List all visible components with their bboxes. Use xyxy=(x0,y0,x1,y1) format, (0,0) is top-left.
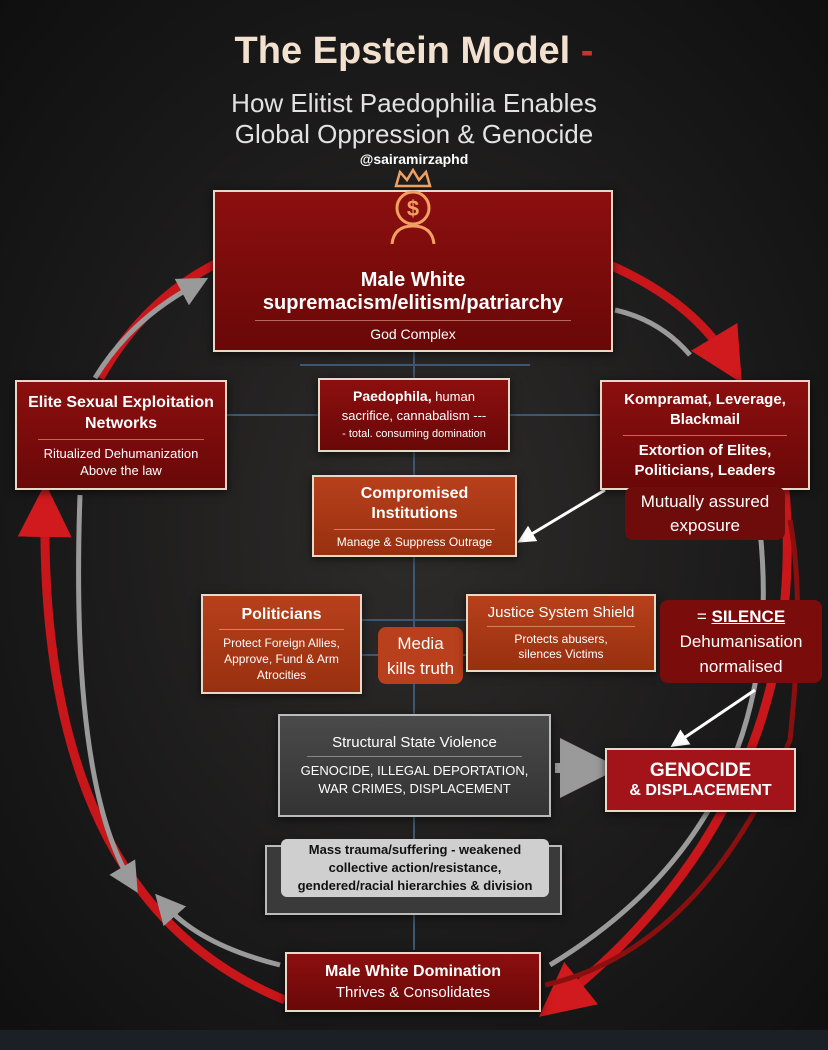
justice-title: Justice System Shield xyxy=(487,604,635,621)
top-box: Male White supremacism/elitism/patriarch… xyxy=(213,190,613,352)
top-box-sub: God Complex xyxy=(370,326,456,342)
trauma-box: Mass trauma/suffering - weakened collect… xyxy=(265,839,562,915)
media-tag: Media kills truth xyxy=(378,627,463,684)
title: The Epstein Model - xyxy=(234,30,594,72)
trauma-text: Mass trauma/suffering - weakened collect… xyxy=(281,839,549,897)
kompramat-sub: Extortion of Elites, Politicians, Leader… xyxy=(634,441,776,479)
top-box-line2: supremacism/elitism/patriarchy xyxy=(262,292,564,314)
silence-word: SILENCE xyxy=(711,607,786,626)
bottom-bar xyxy=(0,1030,828,1050)
institutions-box: Compromised Institutions Manage & Suppre… xyxy=(312,475,517,557)
kompramat-title: Kompramat, Leverage, Blackmail xyxy=(624,390,786,428)
domination-title: Male White Domination xyxy=(325,963,501,980)
media-line2: kills truth xyxy=(386,658,455,678)
mutual-line1: Mutually assured xyxy=(640,491,770,511)
politicians-sub: Protect Foreign Allies, Approve, Fund & … xyxy=(223,635,340,682)
media-line1: Media xyxy=(397,633,444,653)
justice-sub: Protects abusers, silences Victims xyxy=(514,632,608,661)
state-violence-box: Structural State Violence GENOCIDE, ILLE… xyxy=(278,714,551,817)
domination-sub: Thrives & Consolidates xyxy=(335,984,491,1001)
genocide-title: GENOCIDE xyxy=(649,760,752,781)
institutions-sub: Manage & Suppress Outrage xyxy=(336,534,493,549)
silence-eq: = xyxy=(696,607,712,626)
crowned-head-dollar-icon: $ xyxy=(390,168,436,244)
elite-networks-sub: Ritualized Dehumanization Above the law xyxy=(43,445,199,478)
top-box-line1: Male White xyxy=(360,269,466,291)
mutual-exposure-tag: Mutually assured exposure xyxy=(625,487,785,540)
politicians-title: Politicians xyxy=(241,605,322,623)
arrow-right-down xyxy=(538,489,792,1017)
paedophilia-line3: - total. consuming domination xyxy=(342,427,486,440)
arrow-left-up xyxy=(17,483,287,1005)
paedophilia-rest: human xyxy=(431,388,475,404)
subtitle-line2: Global Oppression & Genocide xyxy=(234,119,594,149)
state-sub: GENOCIDE, ILLEGAL DEPORTATION, WAR CRIME… xyxy=(300,762,529,796)
elite-networks-title: Elite Sexual Exploitation Networks xyxy=(28,393,214,432)
subtitle-line1: How Elitist Paedophilia Enables xyxy=(231,88,597,118)
state-title: Structural State Violence xyxy=(332,733,497,751)
svg-text:$: $ xyxy=(407,196,419,221)
domination-box: Male White Domination Thrives & Consolid… xyxy=(285,952,541,1012)
mutual-line2: exposure xyxy=(670,515,740,535)
silence-line3: normalised xyxy=(699,657,783,676)
institutions-title: Compromised Institutions xyxy=(360,484,469,522)
paedophilia-box: Paedophila, human sacrifice, cannabalism… xyxy=(318,378,510,452)
kompramat-box: Kompramat, Leverage, Blackmail Extortion… xyxy=(600,380,810,490)
justice-box: Justice System Shield Protects abusers, … xyxy=(466,594,656,672)
paedophilia-line2: sacrifice, cannabalism --- xyxy=(341,407,487,423)
politicians-box: Politicians Protect Foreign Allies, Appr… xyxy=(201,594,362,694)
elite-networks-box: Elite Sexual Exploitation Networks Ritua… xyxy=(15,380,227,490)
author-handle: @sairamirzaphd xyxy=(359,151,469,167)
silence-line2: Dehumanisation xyxy=(679,632,803,651)
silence-tag: = SILENCE Dehumanisation normalised xyxy=(660,600,822,683)
genocide-box: GENOCIDE & DISPLACEMENT xyxy=(605,748,796,812)
genocide-sub: & DISPLACEMENT xyxy=(629,782,772,799)
paedophilia-bold: Paedophila, xyxy=(353,387,432,404)
